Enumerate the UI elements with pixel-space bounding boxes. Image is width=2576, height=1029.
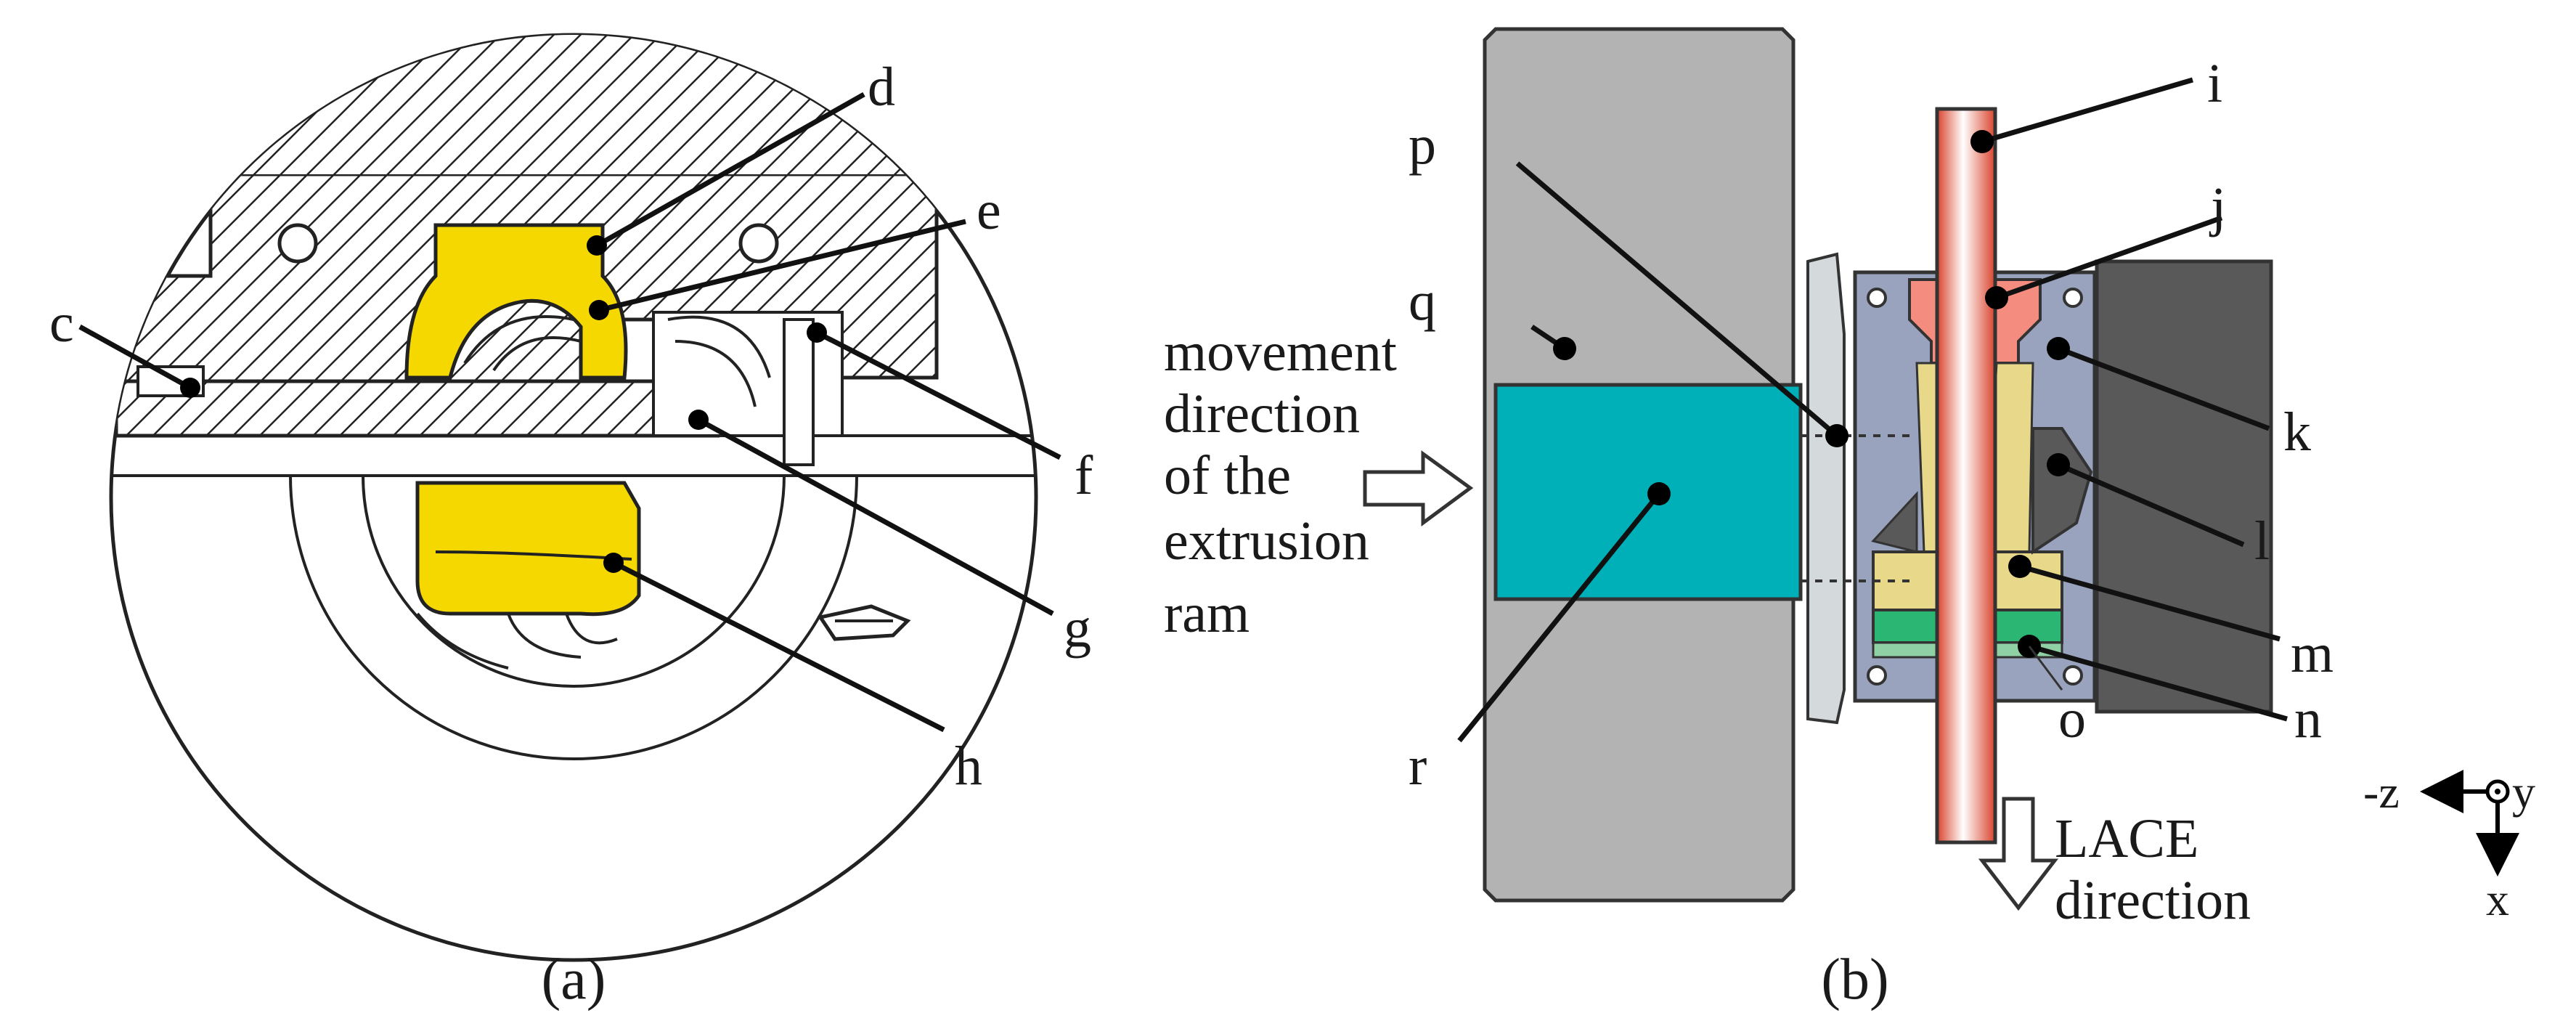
label-m: m [2291,623,2334,684]
svg-text:movement: movement [1164,322,1397,383]
axis-y: y [2512,766,2535,818]
bolt-hole-right [738,223,779,264]
panel-a-cross-section: c d e f g h (a) [49,33,1093,1012]
svg-text:ram: ram [1164,583,1250,644]
label-l: l [2254,511,2270,572]
label-i: i [2207,53,2222,114]
label-e: e [977,180,1001,241]
label-d: d [868,57,895,118]
lace-arrow [1978,797,2059,911]
label-c: c [49,293,74,354]
bolt-hole-left [277,223,318,264]
panel-b-side-view: i j k l m n o p q r movement direction o… [1164,27,2535,1012]
yellow-part-bottom [415,481,641,617]
label-f: f [1075,445,1093,506]
coordinate-axes: -z y x [2363,766,2535,925]
label-n: n [2294,688,2322,749]
svg-text:extrusion: extrusion [1164,511,1369,572]
label-j: j [2209,176,2226,237]
dark-part-l [2031,427,2093,555]
lace-text-1: LACE [2055,808,2198,869]
label-p: p [1409,115,1436,176]
movement-arrow [1363,450,1474,526]
caption-b: (b) [1821,948,1888,1012]
dark-block [2095,259,2273,714]
svg-text:direction: direction [1164,383,1360,444]
label-q: q [1409,271,1436,332]
wire [1935,107,1997,845]
label-o: o [2058,688,2086,749]
die-face [1806,252,1846,725]
movement-direction-note: movement direction of the extrusion ram [1164,322,1397,644]
axis-x: x [2486,874,2509,925]
lace-text-2: direction [2055,870,2251,931]
caption-a: (a) [542,948,606,1012]
axis-neg-z: -z [2363,766,2400,818]
label-h: h [955,736,982,797]
label-g: g [1064,598,1091,659]
yellow-part-top [404,223,628,380]
svg-text:of the: of the [1164,445,1291,506]
label-k: k [2283,402,2311,463]
label-r: r [1409,736,1427,797]
